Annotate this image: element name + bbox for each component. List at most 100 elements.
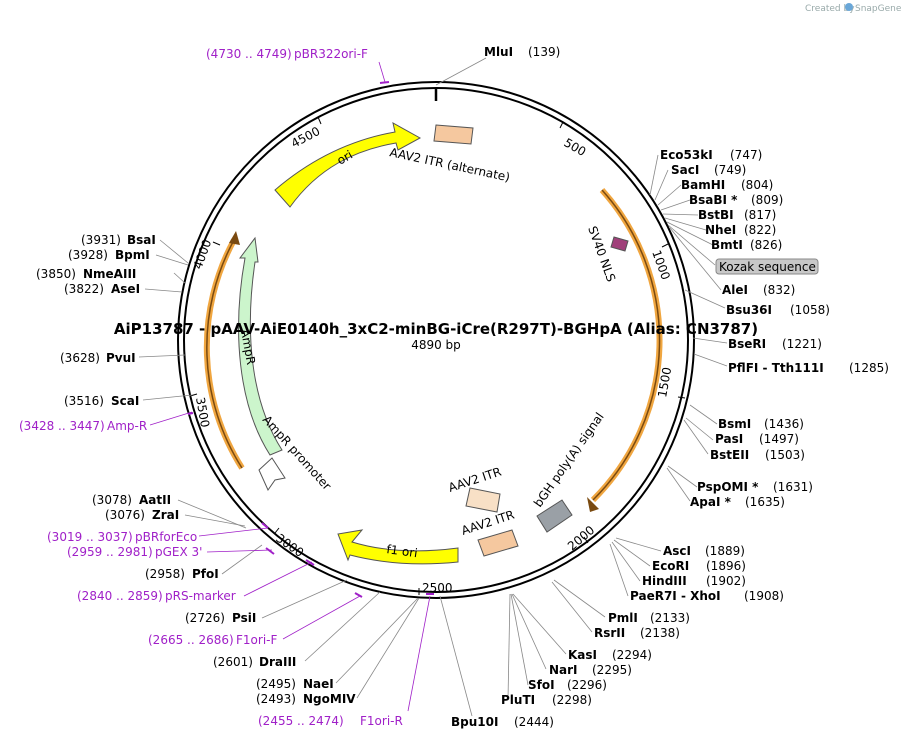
- enzyme-name[interactable]: PasI: [715, 432, 743, 446]
- enzyme-name[interactable]: PmlI: [608, 611, 638, 625]
- aav2-itr-alternate-label: AAV2 ITR (alternate): [388, 145, 511, 184]
- enzyme-position: (1631): [773, 480, 813, 494]
- tick-label: 2500: [422, 581, 453, 595]
- enzyme-position: (3931): [81, 233, 121, 247]
- f1-ori-feature: [337, 529, 459, 565]
- enzyme-position: (2138): [640, 626, 680, 640]
- enzyme-position: (2133): [650, 611, 690, 625]
- enzyme-position: (3822): [64, 282, 104, 296]
- primer-name[interactable]: pBRforEco: [135, 530, 197, 544]
- ori-feature: [274, 122, 422, 208]
- enzyme-name[interactable]: PsiI: [232, 611, 256, 625]
- backbone-outer: [177, 81, 695, 599]
- enzyme-name[interactable]: PflFI - Tth111I: [728, 361, 824, 375]
- primer-name[interactable]: pRS-marker: [165, 589, 236, 603]
- f1-ori-label: f1 ori: [386, 542, 419, 560]
- enzyme-name[interactable]: NheI: [705, 223, 736, 237]
- ori-label: ori: [335, 148, 356, 168]
- icre-arrow-icon: [587, 497, 599, 512]
- enzyme-position: (1889): [705, 544, 745, 558]
- enzyme-position: (1503): [765, 448, 805, 462]
- enzyme-name[interactable]: BpmI: [115, 248, 150, 262]
- enzyme-name[interactable]: NmeAIII: [83, 267, 136, 281]
- enzyme-name[interactable]: BsmI: [718, 417, 751, 431]
- enzyme-name[interactable]: NgoMIV: [303, 692, 356, 706]
- enzyme-name[interactable]: AatII: [139, 493, 171, 507]
- enzyme-position: (2601): [213, 655, 253, 669]
- enzyme-name[interactable]: PluTI: [501, 693, 535, 707]
- icre-arc-core: [592, 189, 661, 501]
- enzyme-name[interactable]: BseRI: [728, 337, 766, 351]
- primer-name[interactable]: Amp-R: [107, 419, 147, 433]
- enzyme-name[interactable]: MluI: [484, 45, 513, 59]
- enzyme-position: (1221): [782, 337, 822, 351]
- enzyme-name[interactable]: Eco53kI: [660, 148, 713, 162]
- enzyme-name[interactable]: PfoI: [192, 567, 219, 581]
- enzyme-name[interactable]: BamHI: [681, 178, 725, 192]
- enzyme-name[interactable]: AseI: [111, 282, 140, 296]
- enzyme-position: (804): [741, 178, 773, 192]
- enzyme-position: (2444): [514, 715, 554, 729]
- enzyme-position: (2296): [567, 678, 607, 692]
- enzyme-position: (809): [751, 193, 783, 207]
- enzyme-position: (1436): [764, 417, 804, 431]
- enzyme-name[interactable]: BstEII: [710, 448, 749, 462]
- primer-range: (2840 .. 2859): [77, 589, 163, 603]
- enzyme-position: (1896): [706, 559, 746, 573]
- primer-name[interactable]: F1ori-R: [360, 714, 403, 728]
- enzyme-name[interactable]: BmtI: [711, 238, 743, 252]
- enzyme-name[interactable]: BstBI: [698, 208, 734, 222]
- primer-range: (2455 .. 2474): [258, 714, 344, 728]
- enzyme-position: (826): [750, 238, 782, 252]
- enzyme-position: (3078): [92, 493, 132, 507]
- enzyme-name[interactable]: ZraI: [152, 508, 179, 522]
- enzyme-name[interactable]: AscI: [663, 544, 691, 558]
- enzyme-name[interactable]: SfoI: [528, 678, 555, 692]
- enzyme-position: (2295): [592, 663, 632, 677]
- enzyme-name[interactable]: NarI: [549, 663, 578, 677]
- tick-label: 3500: [193, 396, 212, 429]
- bgh-polya-feature: [536, 499, 573, 533]
- enzyme-position: (3628): [60, 351, 100, 365]
- enzyme-position: (1902): [706, 574, 746, 588]
- enzyme-name[interactable]: ApaI *: [690, 495, 732, 509]
- enzyme-position: (1635): [745, 495, 785, 509]
- aav2-itr-feature: [477, 529, 519, 557]
- enzyme-name[interactable]: KasI: [568, 648, 597, 662]
- leader-lines: [138, 57, 728, 717]
- enzyme-name[interactable]: PvuI: [106, 351, 136, 365]
- enzyme-position: (2495): [256, 677, 296, 691]
- enzyme-position: (747): [730, 148, 762, 162]
- enzyme-name[interactable]: Bsu36I: [726, 303, 772, 317]
- enzyme-name[interactable]: BsaI: [127, 233, 156, 247]
- enzyme-position: (2294): [612, 648, 652, 662]
- enzyme-name[interactable]: HindIII: [642, 574, 687, 588]
- primer-name[interactable]: F1ori-F: [236, 633, 277, 647]
- primer-name[interactable]: pGEX 3': [155, 545, 202, 559]
- enzyme-position: (139): [528, 45, 560, 59]
- enzyme-name[interactable]: DraIII: [259, 655, 296, 669]
- ampr-promoter-feature: [258, 457, 286, 492]
- primer-range: (2959 .. 2981): [67, 545, 153, 559]
- primer-range: (3019 .. 3037): [47, 530, 133, 544]
- enzyme-name[interactable]: Bpu10I: [451, 715, 498, 729]
- enzyme-name[interactable]: NaeI: [303, 677, 334, 691]
- primer-name[interactable]: pBR322ori-F: [294, 47, 368, 61]
- primer-labels: (4730 .. 4749) pBR322ori-F (3428 .. 3447…: [19, 47, 403, 728]
- credit-text: Created by: [805, 4, 855, 14]
- tick-label: 3000: [273, 531, 306, 560]
- enzyme-name[interactable]: AleI: [722, 283, 748, 297]
- brand-text: SnapGene: [855, 4, 902, 14]
- enzyme-name[interactable]: ScaI: [111, 394, 139, 408]
- aav2-itr-feature: [465, 487, 501, 513]
- enzyme-name[interactable]: PspOMI *: [697, 480, 759, 494]
- enzyme-name[interactable]: RsrII: [594, 626, 625, 640]
- enzyme-position: (1497): [759, 432, 799, 446]
- enzyme-position: (832): [763, 283, 795, 297]
- enzyme-name[interactable]: BsaBI *: [689, 193, 738, 207]
- enzyme-name[interactable]: EcoRI: [652, 559, 689, 573]
- enzyme-name[interactable]: SacI: [671, 163, 699, 177]
- enzyme-position: (3928): [68, 248, 108, 262]
- enzyme-name[interactable]: PaeR7I - XhoI: [630, 589, 721, 603]
- amp-region-arrow-icon: [229, 231, 240, 245]
